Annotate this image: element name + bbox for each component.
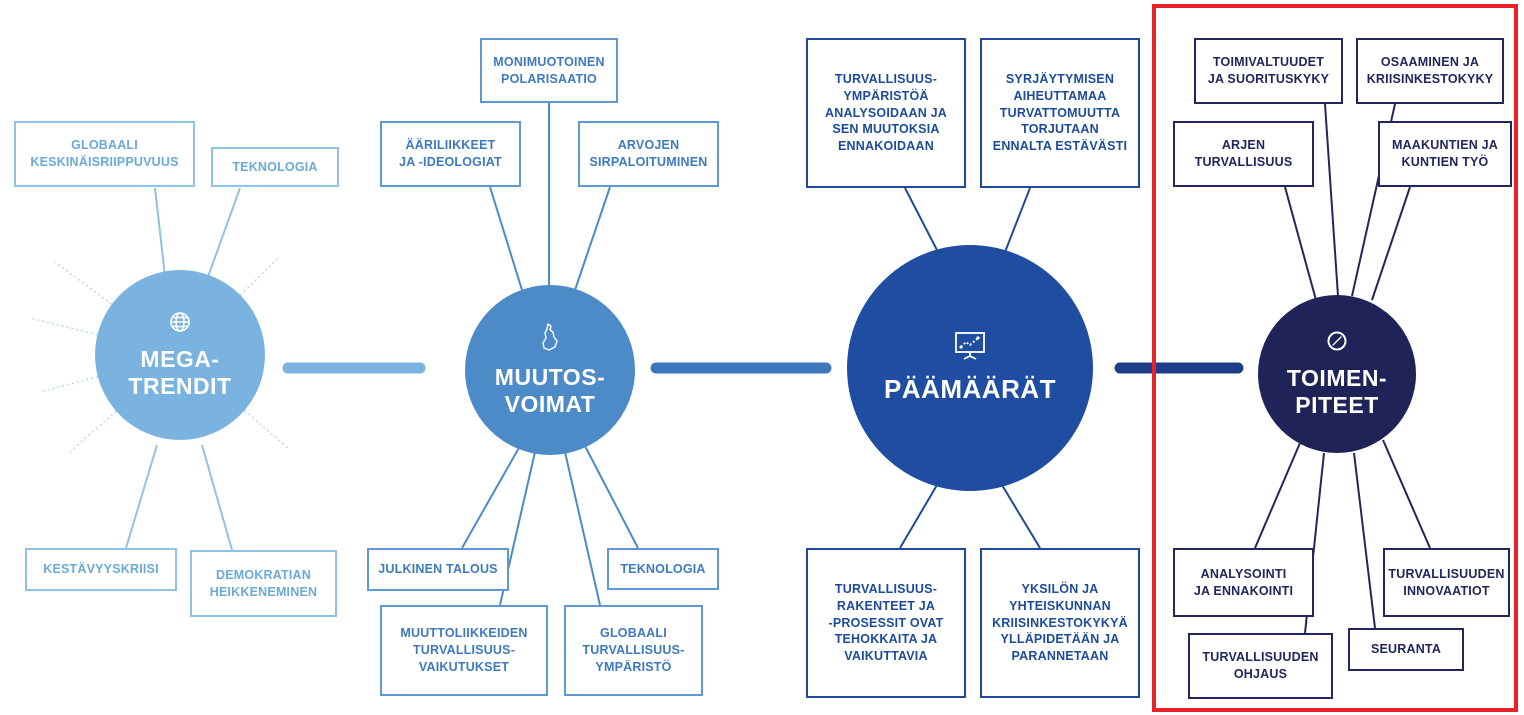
box-teknologia-mega: TEKNOLOGIA (211, 147, 339, 187)
box-monimuotoinen-polarisaatio: MONIMUOTOINEN POLARISAATIO (480, 38, 618, 103)
box-julkinen-talous: JULKINEN TALOUS (367, 548, 509, 591)
box-line: OSAAMINEN JA (1380, 55, 1480, 70)
box-line: POLARISAATIO (501, 71, 597, 86)
megatrendit-spokes (125, 187, 241, 551)
box-line: KESTÄVYYSKRIISI (43, 562, 159, 577)
hub-toimenpiteet-line1: TOIMEN- (1286, 365, 1388, 392)
box-line: INNOVAATIOT (1403, 583, 1490, 598)
box-osaaminen-kriisinkestokyky: OSAAMINEN JA KRIISINKESTOKYKY (1356, 38, 1504, 104)
box-line: YMPÄRISTÖ (595, 659, 672, 674)
box-seuranta: SEURANTA (1348, 628, 1464, 671)
toimenpiteet-spokes (1254, 103, 1431, 634)
box-turvallisuuden-ohjaus: TURVALLISUUDEN OHJAUS (1188, 633, 1333, 699)
box-line: ÄÄRILIIKKEET (405, 138, 496, 153)
box-line: RAKENTEET JA (836, 598, 936, 613)
box-line: TEKNOLOGIA (232, 159, 318, 174)
box-line: KRIISINKESTOKYKY (1366, 72, 1494, 86)
hub-muutosvoimat-line2: VOIMAT (504, 390, 596, 417)
box-line: TEKNOLOGIA (620, 561, 706, 576)
box-line: TOIMIVALTUUDET (1212, 55, 1325, 70)
box-line: HEIKKENEMINEN (209, 584, 318, 599)
box-line: ANALYSOIDAAN JA (824, 105, 947, 120)
box-syrjaytyminen-torjutaan: SYRJÄYTYMISEN AIHEUTTAMAA TURVATTOMUUTTA TO… (980, 38, 1140, 188)
box-globaali-keskinaisriippuvuus: GLOBAALI KESKINÄISRIIPPUVUUS (14, 121, 195, 187)
hub-muutosvoimat: MUUTOS- VOIMAT (465, 285, 635, 455)
box-line: KRIISINKESTOKYKYÄ (992, 615, 1128, 630)
box-teknologia-muutos: TEKNOLOGIA (607, 548, 719, 590)
box-aariliikkeet-ideologiat: ÄÄRILIIKKEET JA -IDEOLOGIAT (380, 121, 521, 187)
hub-toimenpiteet-line2: PITEET (1295, 391, 1379, 418)
box-line: SEURANTA (1370, 642, 1442, 657)
hub-muutosvoimat-line1: MUUTOS- (494, 364, 606, 391)
box-line: YMPÄRISTÖÄ (843, 88, 929, 103)
box-line: VAIKUTUKSET (418, 659, 510, 674)
box-line: MONIMUOTOINEN (493, 54, 605, 69)
box-line: MAAKUNTIEN JA (1391, 138, 1499, 153)
box-demokratian-heikkeneminen: DEMOKRATIAN HEIKKENEMINEN (190, 550, 337, 617)
box-line: AIHEUTTAMAA (1013, 88, 1107, 103)
box-toimivaltuudet-suorituskyky: TOIMIVALTUUDET JA SUORITUSKYKY (1194, 38, 1343, 104)
box-line: DEMOKRATIAN (215, 567, 311, 582)
box-line: TURVALLISUUS- (582, 643, 685, 658)
box-line: YKSILÖN JA (1021, 581, 1099, 596)
box-line: JULKINEN TALOUS (378, 562, 498, 577)
finland-map-icon (540, 322, 560, 356)
box-line: YLLÄPIDETÄÄN JA (1000, 632, 1120, 647)
box-muuttoliikkeiden-vaikutukset: MUUTTOLIIKKEIDEN TURVALLISUUS-VAIKUTUKSET (380, 605, 548, 696)
box-line: ANALYSOINTI (1200, 566, 1287, 581)
box-line: TURVALLISUUS- (834, 581, 938, 596)
box-line: SYRJÄYTYMISEN (1005, 71, 1115, 86)
hub-megatrendit-line1: MEGA- (140, 346, 220, 373)
hub-megatrendit-line2: TRENDIT (128, 372, 232, 399)
box-line: KUNTIEN TYÖ (1401, 155, 1489, 169)
box-line: YHTEISKUNNAN (1009, 598, 1111, 613)
box-line: TORJUTAAN (1021, 122, 1099, 137)
paamaarat-spokes (899, 187, 1041, 549)
box-line: -PROSESSIT OVAT (828, 615, 944, 630)
box-line: JA SUORITUSKYKY (1207, 72, 1330, 86)
box-line: TURVALLISUUDEN (1388, 566, 1505, 581)
presentation-board-icon (953, 331, 987, 366)
box-kestavyyskriisi: KESTÄVYYSKRIISI (25, 548, 177, 591)
box-line: KESKINÄISRIIPPUVUUS (30, 155, 179, 169)
box-line: SIRPALOITUMINEN (589, 155, 708, 169)
box-line: GLOBAALI (71, 138, 138, 153)
highlight-frame (1152, 4, 1518, 712)
box-rakenteet-prosessit: TURVALLISUUS- RAKENTEET JA -PROSESSIT OVAT… (806, 548, 966, 698)
box-line: SEN MUUTOKSIA (832, 122, 940, 137)
box-maakuntien-kuntien-tyo: MAAKUNTIEN JA KUNTIEN TYÖ (1378, 121, 1512, 187)
hub-paamaarat-label: PÄÄMÄÄRÄT (883, 373, 1057, 404)
box-line: JA ENNAKOINTI (1193, 583, 1294, 598)
box-line: PARANNETAAN (1011, 649, 1109, 664)
box-line: VAIKUTTAVIA (844, 649, 928, 664)
box-line: GLOBAALI (600, 626, 667, 641)
compass-icon (1326, 330, 1348, 357)
box-arvojen-sirpaloituminen: ARVOJEN SIRPALOITUMINEN (578, 121, 719, 187)
box-line: TEHOKKAITA JA (834, 632, 938, 647)
box-line: TURVALLISUUS- (412, 643, 516, 658)
box-turvallisuuden-innovaatiot: TURVALLISUUDEN INNOVAATIOT (1383, 548, 1510, 617)
box-line: TURVALLISUUS (1194, 155, 1293, 169)
box-line: TURVALLISUUS- (834, 71, 938, 86)
box-line: ENNALTA ESTÄVÄSTI (992, 139, 1128, 154)
hub-paamaarat: PÄÄMÄÄRÄT (847, 245, 1093, 491)
box-yksilon-kriisinkestokyky: YKSILÖN JA YHTEISKUNNAN KRIISINKESTOKYKYÄ Y… (980, 548, 1140, 698)
box-line: TURVALLISUUDEN (1202, 650, 1319, 665)
box-line: ENNAKOIDAAN (838, 139, 934, 154)
box-line: ARJEN (1221, 138, 1266, 153)
box-line: JA -IDEOLOGIAT (399, 155, 502, 169)
box-line: MUUTTOLIIKKEIDEN (400, 626, 528, 641)
box-line: OHJAUS (1233, 667, 1288, 681)
box-line: ARVOJEN (617, 138, 680, 153)
box-arjen-turvallisuus: ARJEN TURVALLISUUS (1173, 121, 1314, 187)
hub-toimenpiteet: TOIMEN- PITEET (1258, 295, 1416, 453)
globe-icon (169, 311, 191, 338)
box-line: TURVATTOMUUTTA (999, 105, 1121, 120)
box-analysointi-ennakointi: ANALYSOINTI JA ENNAKOINTI (1173, 548, 1314, 617)
box-ymparisto-analysoidaan: TURVALLISUUS- YMPÄRISTÖÄ ANALYSOIDAAN JA SE… (806, 38, 966, 188)
hub-megatrendit: MEGA- TRENDIT (95, 270, 265, 440)
box-globaali-turvallisuusymparisto: GLOBAALI TURVALLISUUS-YMPÄRISTÖ (564, 605, 703, 696)
